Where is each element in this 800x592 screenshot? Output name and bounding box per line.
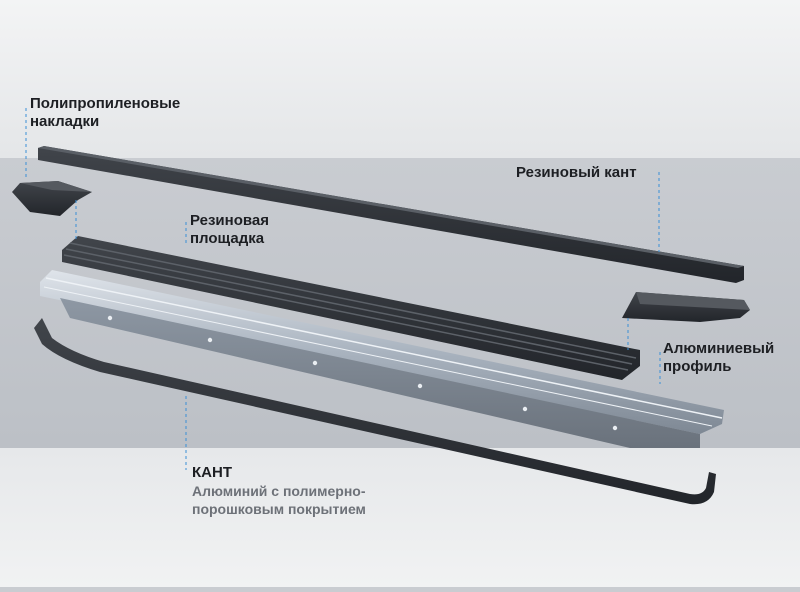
left-polypropylene-overlay: [12, 181, 92, 216]
label-aluminum-profile-line2: профиль: [663, 358, 732, 375]
label-edge-desc-line2: порошковым покрытием: [192, 501, 366, 517]
label-rubber-pad-line1: Резиновая: [190, 212, 269, 229]
label-edge: КАНТ Алюминий с полимерно- порошковым по…: [192, 464, 366, 518]
edge-trim: [34, 318, 716, 505]
label-overlays-line1: Полипропиленовые: [30, 95, 181, 112]
background-top: [0, 0, 800, 158]
label-aluminum-profile-line1: Алюминиевый: [663, 340, 775, 357]
label-polypropylene-overlays: Полипропиленовые накладки: [30, 95, 180, 131]
label-edge-title: КАНТ: [192, 464, 232, 481]
label-rubber-pad-line2: площадка: [190, 230, 265, 247]
label-edge-desc-line1: Алюминий с полимерно-: [192, 483, 366, 499]
aluminum-profile: [40, 270, 724, 448]
rubber-pad: [62, 236, 640, 380]
right-polypropylene-overlay: [622, 292, 750, 322]
label-rubber-pad: Резиновая площадка: [190, 212, 269, 248]
leader-lines: [25, 108, 661, 470]
label-rubber-edge: Резиновый кант: [516, 164, 637, 181]
background-bottom: [0, 448, 800, 587]
rubber-edge-strip: [38, 146, 744, 283]
label-overlays-line2: накладки: [30, 113, 100, 130]
label-aluminum-profile: Алюминиевый профиль: [663, 340, 774, 376]
